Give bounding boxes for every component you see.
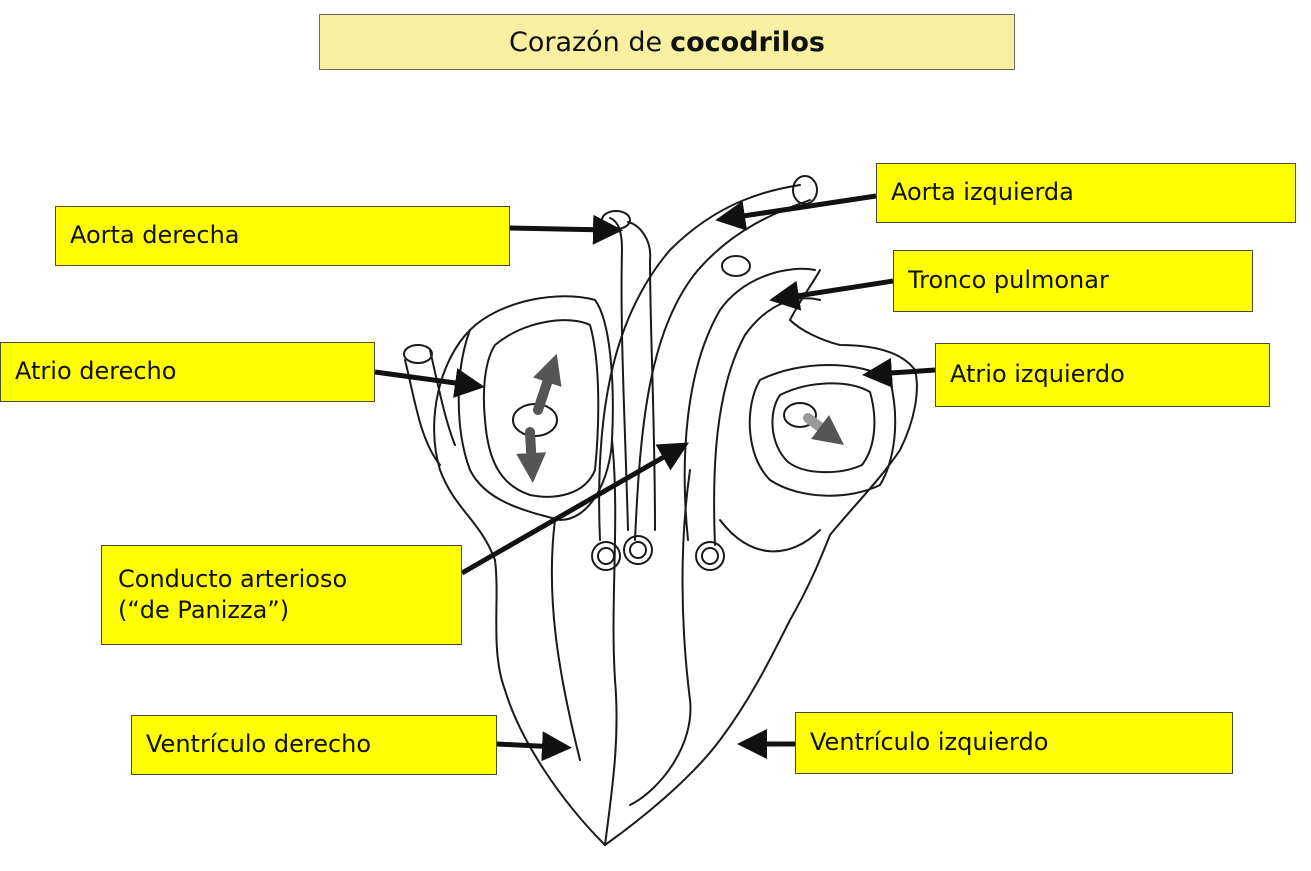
heart-outline xyxy=(433,319,918,846)
label-conducto-line2: (“de Panizza”) xyxy=(118,596,290,624)
pointer-ventriculo-derecho xyxy=(496,731,572,762)
pointer-atrio-derecho xyxy=(374,368,485,398)
pointer-tronco-pulmonar xyxy=(769,278,894,311)
left-aorta-outline xyxy=(598,184,811,541)
diagram-title: Corazón de cocodrilos xyxy=(319,14,1015,70)
label-ventriculo-izquierdo: Ventrículo izquierdo xyxy=(795,712,1233,774)
label-aorta-derecha: Aorta derecha xyxy=(55,206,510,266)
left-atrium-outline xyxy=(748,364,897,497)
flow-arrow-down xyxy=(516,427,547,483)
vena-cava-outline xyxy=(404,349,456,466)
pointer-atrio-izquierdo xyxy=(862,358,936,388)
pointer-aorta-derecha xyxy=(509,214,623,245)
label-conducto-line1: Conducto arterioso xyxy=(118,564,348,593)
pointer-aorta-izquierda xyxy=(715,193,877,231)
title-prefix: Corazón de xyxy=(508,26,663,58)
title-bold: cocodrilos xyxy=(670,26,826,58)
label-tronco-pulmonar: Tronco pulmonar xyxy=(893,250,1253,312)
pulmonary-trunk-outline xyxy=(683,267,821,546)
label-atrio-izquierdo: Atrio izquierdo xyxy=(935,343,1270,407)
flow-arrow-left-atrium xyxy=(803,413,844,445)
label-conducto-arterioso: Conducto arterioso (“de Panizza”) xyxy=(101,545,462,645)
label-ventriculo-derecho: Ventrículo derecho xyxy=(131,715,497,775)
flow-arrow-up xyxy=(533,353,562,415)
ventricle-septum xyxy=(604,439,618,846)
label-aorta-izquierda: Aorta izquierda xyxy=(876,163,1296,223)
pointer-conducto xyxy=(460,442,690,576)
label-atrio-derecho: Atrio derecho xyxy=(0,342,375,402)
